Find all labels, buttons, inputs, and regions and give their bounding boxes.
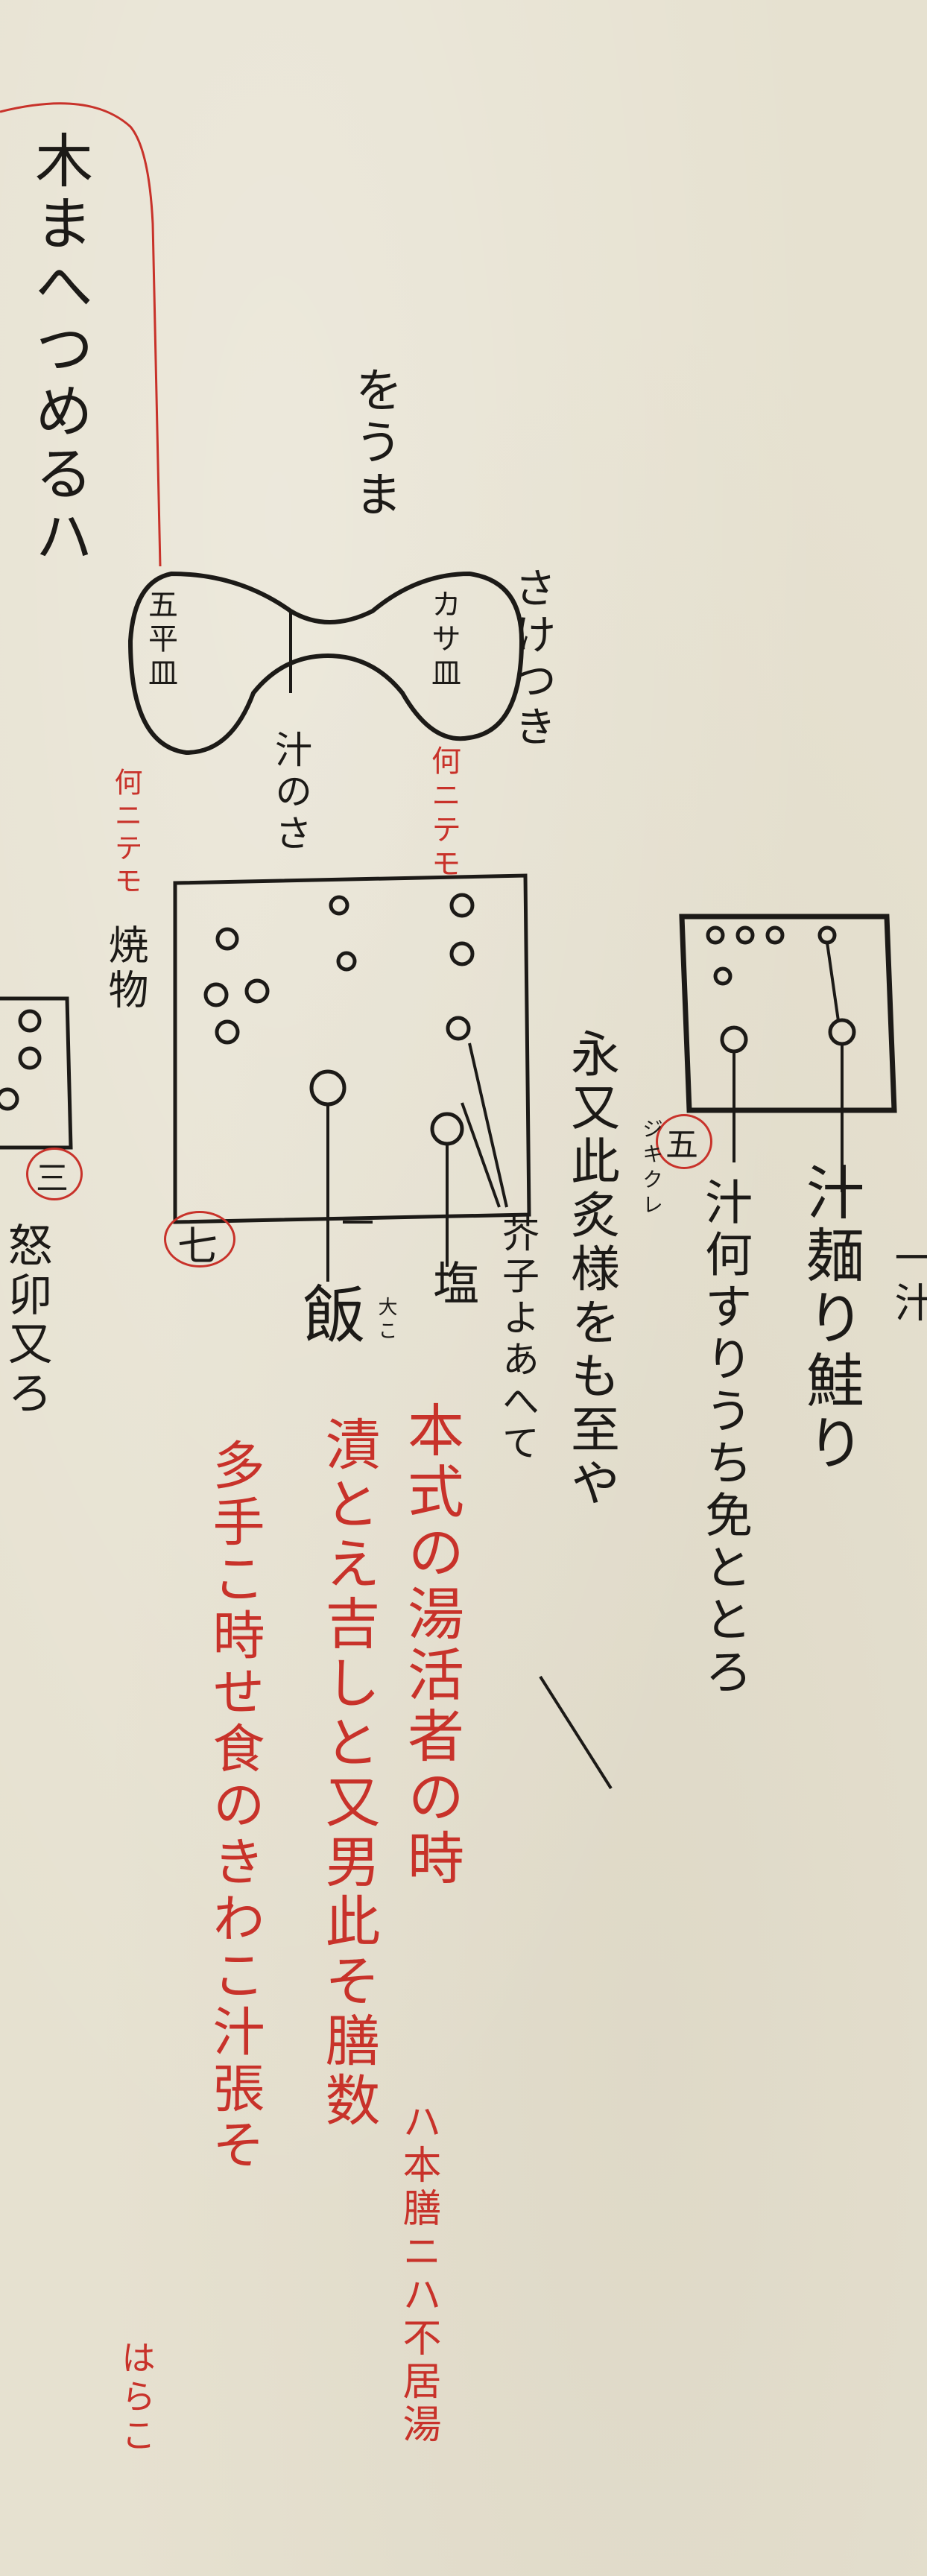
right-column-1: 永又此炙様をも至や xyxy=(563,1028,620,1511)
far-right-edge-text: 一汁 xyxy=(888,1237,927,1326)
right-tray xyxy=(679,914,897,1113)
label-above-dishes: をうま xyxy=(347,365,402,522)
label-salt: 塩 xyxy=(425,1259,479,1310)
right-column-2: 汁何すりうち免ととろ xyxy=(697,1177,752,1699)
soup-center-label: 汁のさ xyxy=(269,730,312,855)
red-note-left-dish: 何ニテモ xyxy=(110,768,142,899)
red-note-right-dish: 何ニテモ xyxy=(426,745,461,882)
small-ruby-note: ジキクレ xyxy=(639,1118,664,1219)
left-tray xyxy=(0,996,73,1150)
number-five-circle xyxy=(656,1114,712,1169)
right-column-3: 汁麺り鮭り xyxy=(797,1162,864,1475)
dish-pair-outline xyxy=(127,571,525,756)
note-far-right-top: さけつき xyxy=(507,566,556,751)
column-header: 木まへつめるハ xyxy=(25,130,92,569)
red-column-1: 本式の湯活者の時 xyxy=(398,1401,464,1890)
small-rice-note: 大こ xyxy=(375,1297,397,1344)
number-three: 三 xyxy=(36,1159,69,1197)
label-vinegar: 芥子よあへて xyxy=(496,1215,540,1465)
red-column-1-tail: ハ本膳ニハ不居湯 xyxy=(396,2101,440,2447)
label-rice: 飯 xyxy=(293,1282,366,1349)
red-column-3: 多手こ時せ食のきわこ汁張そ xyxy=(204,1438,265,2174)
red-column-2: 漬とえ吉しと又男此そ膳数 xyxy=(316,1416,380,2131)
label-tray-left: 焼物 xyxy=(101,924,148,1013)
number-seven-circle xyxy=(164,1211,235,1268)
number-seven: 七 xyxy=(177,1223,218,1270)
main-tray xyxy=(173,873,531,1224)
number-three-circle xyxy=(26,1148,83,1200)
number-five: 五 xyxy=(665,1126,698,1164)
red-column-4: はらこ xyxy=(116,2340,156,2456)
left-bottom-column: 怒卯又ろ xyxy=(0,1222,52,1419)
dish-right-label: カサ皿 xyxy=(426,589,461,692)
dish-left-label: 五平皿 xyxy=(143,589,177,692)
